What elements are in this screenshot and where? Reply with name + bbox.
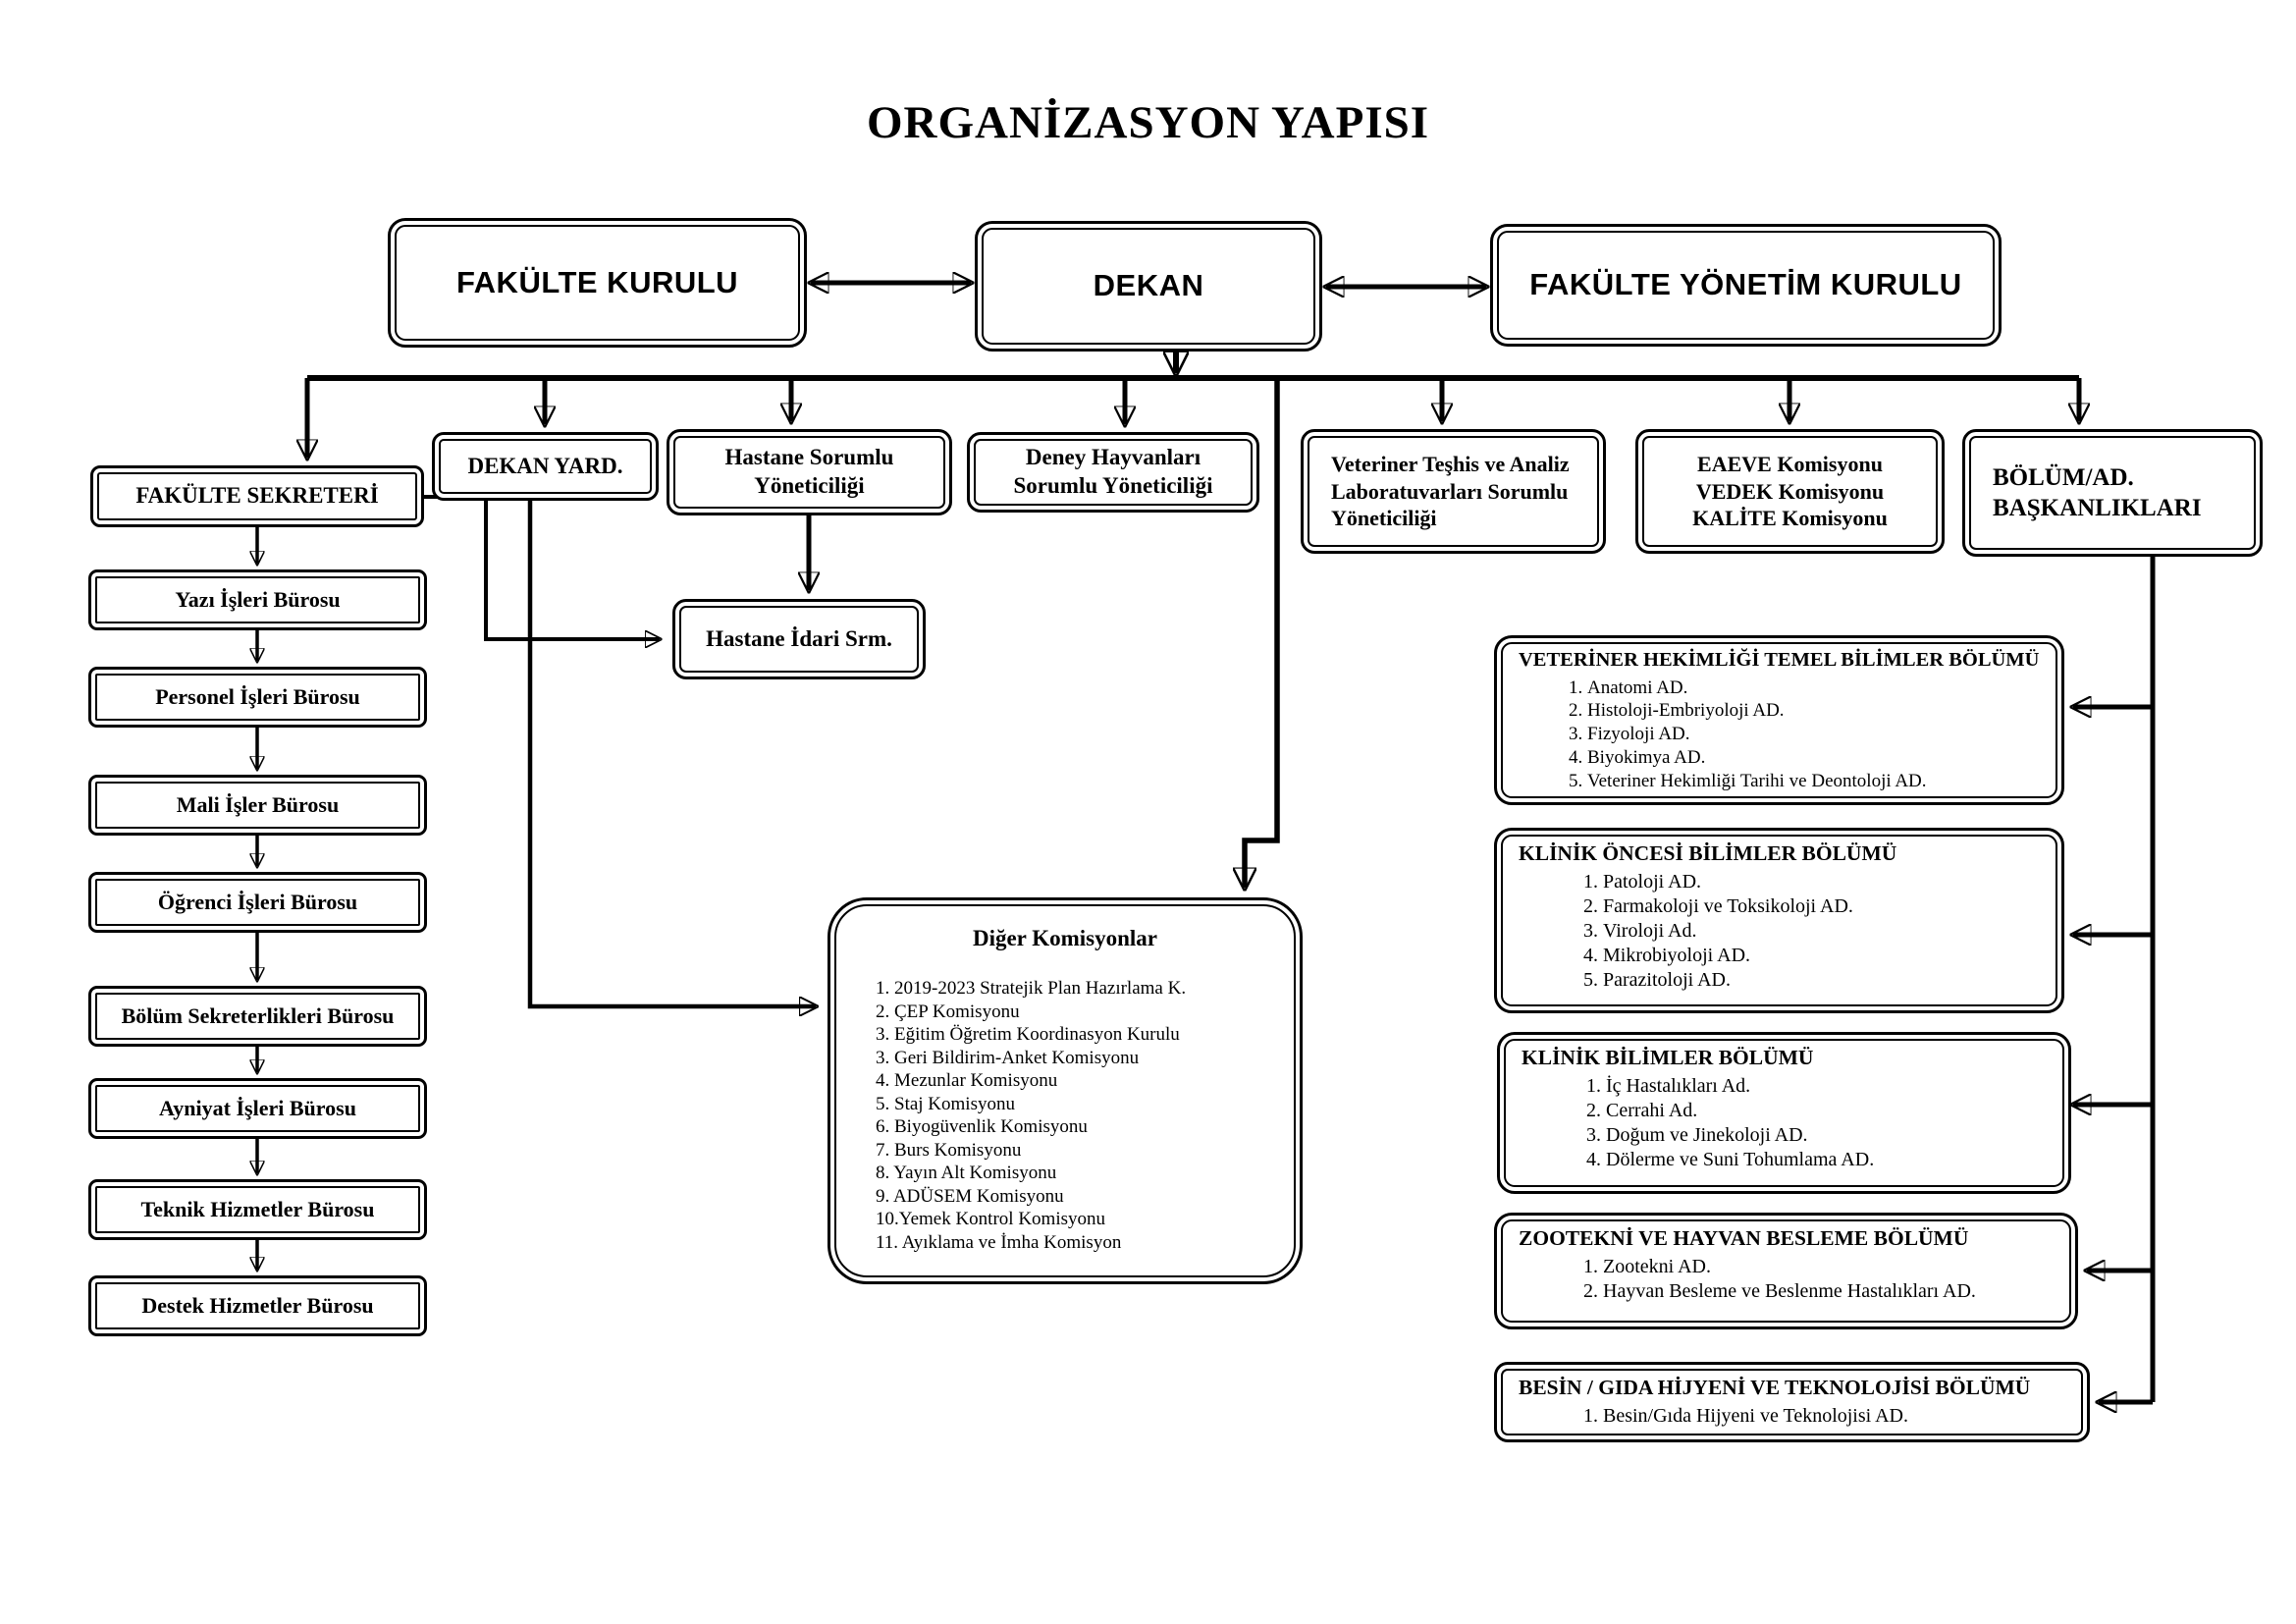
list-item: Veteriner Hekimliği Tarihi ve Deontoloji… [1587, 770, 2050, 793]
dept-besin-gida-title: BESİN / GIDA HİJYENİ VE TEKNOLOJİSİ BÖLÜ… [1519, 1376, 2031, 1399]
diger-komisyonlar-title: Diğer Komisyonlar [972, 926, 1158, 950]
list-item: 10.Yemek Kontrol Komisyonu [876, 1209, 1105, 1230]
list-item: 6. Biyogüvenlik Komisyonu [876, 1116, 1088, 1138]
node-fakulte-kurulu: FAKÜLTE KURULU [388, 218, 807, 348]
node-dekan-yard-label: DEKAN YARD. [467, 453, 623, 478]
list-item: Parazitoloji AD. [1603, 968, 2050, 993]
list-item: 2. ÇEP Komisyonu [876, 1001, 1020, 1022]
node-teknik-hizmetler: Teknik Hizmetler Bürosu [88, 1179, 427, 1240]
list-item: Cerrahi Ad. [1606, 1099, 2056, 1123]
list-item: 9. ADÜSEM Komisyonu [876, 1185, 1064, 1207]
node-hastane-sorumlu-label: Hastane Sorumlu Yöneticiliği [724, 445, 894, 498]
connector-dekanyard-diger [527, 501, 816, 1006]
node-ayniyat-isleri: Ayniyat İşleri Bürosu [88, 1078, 427, 1139]
dept-temel-bilimler-title: VETERİNER HEKİMLİĞİ TEMEL BİLİMLER BÖLÜM… [1519, 649, 2040, 671]
node-hastane-sorumlu: Hastane Sorumlu Yöneticiliği [667, 429, 952, 515]
node-ogrenci-isleri-label: Öğrenci İşleri Bürosu [157, 890, 358, 915]
list-item: İç Hastalıkları Ad. [1606, 1074, 2056, 1099]
list-item: Zootekni AD. [1603, 1255, 2063, 1279]
list-item: Doğum ve Jinekoloji AD. [1606, 1123, 2056, 1148]
node-hastane-idari: Hastane İdari Srm. [672, 599, 926, 679]
node-dekan: DEKAN [975, 221, 1322, 352]
dept-temel-bilimler: VETERİNER HEKİMLİĞİ TEMEL BİLİMLER BÖLÜM… [1494, 635, 2064, 805]
node-destek-hizmetler-label: Destek Hizmetler Bürosu [141, 1293, 374, 1319]
list-item: Hayvan Besleme ve Beslenme Hastalıkları … [1603, 1279, 2063, 1304]
list-item: 7. Burs Komisyonu [876, 1139, 1022, 1161]
node-komisyonlar-label: EAEVE Komisyonu VEDEK Komisyonu KALİTE K… [1692, 452, 1888, 531]
dept-zootekni-list: Zootekni AD.Hayvan Besleme ve Beslenme H… [1603, 1255, 2063, 1304]
dept-zootekni: ZOOTEKNİ VE HAYVAN BESLEME BÖLÜMÜ Zootek… [1494, 1213, 2078, 1329]
node-mali-isler-label: Mali İşler Bürosu [176, 792, 340, 818]
page-title: ORGANİZASYON YAPISI [866, 97, 1430, 148]
list-item: Farmakoloji ve Toksikoloji AD. [1603, 894, 2050, 919]
node-bolum-baskanliklari-label: BÖLÜM/AD. BAŞKANLIKLARI [1993, 463, 2202, 521]
dept-klinik-oncesi-list: Patoloji AD.Farmakoloji ve Toksikoloji A… [1603, 870, 2050, 993]
dept-zootekni-title: ZOOTEKNİ VE HAYVAN BESLEME BÖLÜMÜ [1519, 1226, 1969, 1250]
node-diger-komisyonlar: Diğer Komisyonlar 1. 2019-2023 Stratejik… [828, 897, 1303, 1284]
node-deney-hayvanlari-label: Deney Hayvanları Sorumlu Yöneticiliği [1013, 445, 1213, 498]
list-item: 3. Geri Bildirim-Anket Komisyonu [876, 1047, 1140, 1068]
dept-klinik-bilimler-title: KLİNİK BİLİMLER BÖLÜMÜ [1522, 1046, 1814, 1069]
dept-klinik-oncesi: KLİNİK ÖNCESİ BİLİMLER BÖLÜMÜ Patoloji A… [1494, 828, 2064, 1013]
node-ogrenci-isleri: Öğrenci İşleri Bürosu [88, 872, 427, 933]
list-item: Dölerme ve Suni Tohumlama AD. [1606, 1148, 2056, 1172]
node-bolum-sekreterlikleri-label: Bölüm Sekreterlikleri Bürosu [121, 1003, 395, 1029]
node-bolum-sekreterlikleri: Bölüm Sekreterlikleri Bürosu [88, 986, 427, 1047]
node-ayniyat-isleri-label: Ayniyat İşleri Bürosu [159, 1096, 356, 1121]
node-teknik-hizmetler-label: Teknik Hizmetler Bürosu [140, 1197, 375, 1222]
node-personel-isleri-label: Personel İşleri Bürosu [155, 684, 360, 710]
list-item: 3. Eğitim Öğretim Koordinasyon Kurulu [876, 1024, 1180, 1046]
node-yazi-isleri-label: Yazı İşleri Bürosu [175, 587, 341, 613]
node-fakulte-sekreteri-label: FAKÜLTE SEKRETERİ [135, 483, 379, 509]
node-dekan-yard: DEKAN YARD. [432, 432, 659, 501]
node-dekan-label: DEKAN [1093, 268, 1204, 303]
diger-komisyonlar-list: 1. 2019-2023 Stratejik Plan Hazırlama K.… [876, 977, 1280, 1255]
list-item: 8. Yayın Alt Komisyonu [876, 1163, 1057, 1184]
node-fakulte-kurulu-label: FAKÜLTE KURULU [455, 264, 739, 299]
node-fakulte-yonetim-kurulu-label: FAKÜLTE YÖNETİM KURULU [1529, 267, 1962, 302]
dept-klinik-bilimler-list: İç Hastalıkları Ad.Cerrahi Ad.Doğum ve J… [1606, 1074, 2056, 1172]
node-destek-hizmetler: Destek Hizmetler Bürosu [88, 1275, 427, 1336]
connector-sekreter-idari [424, 495, 660, 639]
node-komisyonlar: EAEVE Komisyonu VEDEK Komisyonu KALİTE K… [1635, 429, 1945, 554]
node-fakulte-yonetim-kurulu: FAKÜLTE YÖNETİM KURULU [1490, 224, 2002, 347]
node-personel-isleri: Personel İşleri Bürosu [88, 667, 427, 728]
list-item: Patoloji AD. [1603, 870, 2050, 894]
node-bolum-baskanliklari: BÖLÜM/AD. BAŞKANLIKLARI [1962, 429, 2263, 557]
node-veteriner-teshis: Veteriner Teşhis ve Analiz Laboratuvarla… [1301, 429, 1606, 554]
list-item: 5. Staj Komisyonu [876, 1093, 1015, 1114]
dept-besin-gida: BESİN / GIDA HİJYENİ VE TEKNOLOJİSİ BÖLÜ… [1494, 1362, 2090, 1442]
node-veteriner-teshis-label: Veteriner Teşhis ve Analiz Laboratuvarla… [1331, 452, 1570, 531]
list-item: Viroloji Ad. [1603, 919, 2050, 944]
list-item: Anatomi AD. [1587, 677, 2050, 700]
node-fakulte-sekreteri: FAKÜLTE SEKRETERİ [90, 465, 424, 527]
list-item: 4. Mezunlar Komisyonu [876, 1070, 1058, 1092]
node-yazi-isleri: Yazı İşleri Bürosu [88, 569, 427, 630]
dept-temel-bilimler-list: Anatomi AD.Histoloji-Embriyoloji AD.Fizy… [1587, 677, 2050, 793]
list-item: 11. Ayıklama ve İmha Komisyon [876, 1232, 1122, 1254]
node-deney-hayvanlari: Deney Hayvanları Sorumlu Yöneticiliği [967, 432, 1259, 513]
list-item: Fizyoloji AD. [1587, 723, 2050, 746]
dept-besin-gida-list: Besin/Gıda Hijyeni ve Teknolojisi AD. [1603, 1404, 2075, 1429]
dept-klinik-bilimler: KLİNİK BİLİMLER BÖLÜMÜ İç Hastalıkları A… [1497, 1032, 2071, 1194]
list-item: 1. 2019-2023 Stratejik Plan Hazırlama K. [876, 978, 1187, 999]
node-mali-isler: Mali İşler Bürosu [88, 775, 427, 836]
list-item: Histoloji-Embriyoloji AD. [1587, 699, 2050, 723]
list-item: Besin/Gıda Hijyeni ve Teknolojisi AD. [1603, 1404, 2075, 1429]
node-hastane-idari-label: Hastane İdari Srm. [706, 625, 892, 651]
dept-klinik-oncesi-title: KLİNİK ÖNCESİ BİLİMLER BÖLÜMÜ [1519, 841, 1897, 865]
list-item: Mikrobiyoloji AD. [1603, 944, 2050, 968]
list-item: Biyokimya AD. [1587, 746, 2050, 770]
